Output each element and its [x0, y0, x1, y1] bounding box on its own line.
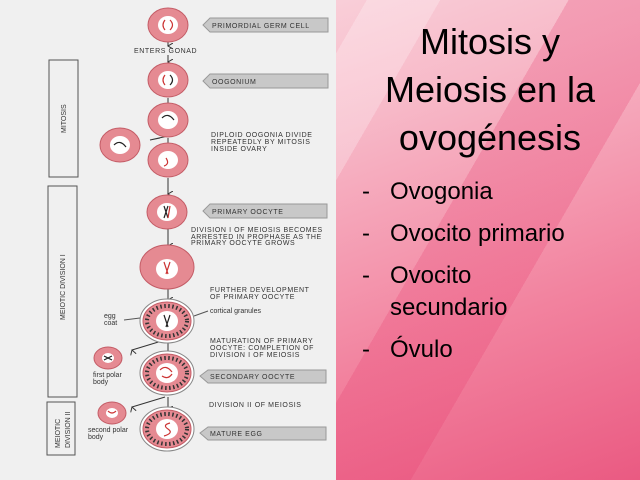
svg-text:second polar: second polar: [88, 427, 129, 434]
stage-tags: [199, 17, 329, 441]
svg-text:REPEATEDLY BY MITOSIS: REPEATEDLY BY MITOSIS: [211, 139, 310, 146]
svg-text:OF PRIMARY OOCYTE: OF PRIMARY OOCYTE: [210, 294, 295, 301]
svg-text:body: body: [93, 379, 109, 386]
tag-primordial-germ-cell: PRIMORDIAL GERM CELL: [212, 23, 310, 30]
tag-primary-oocyte: PRIMARY OOCYTE: [212, 209, 284, 216]
svg-text:MATURATION OF PRIMARY: MATURATION OF PRIMARY: [210, 338, 313, 345]
bullet-ovulo: -Óvulo: [362, 336, 453, 363]
svg-text:DIPLOID OOGONIA DIVIDE: DIPLOID OOGONIA DIVIDE: [211, 132, 313, 139]
svg-text:PRIMARY OOCYTE GROWS: PRIMARY OOCYTE GROWS: [191, 240, 295, 247]
svg-text:DIVISION II: DIVISION II: [65, 411, 72, 448]
svg-text:OOCYTE: COMPLETION OF: OOCYTE: COMPLETION OF: [210, 345, 314, 352]
svg-text:DIVISION I OF MEIOSIS: DIVISION I OF MEIOSIS: [210, 352, 300, 359]
tag-mature-egg: MATURE EGG: [210, 431, 263, 438]
note-enters-gonad: ENTERS GONAD: [134, 48, 197, 55]
stage-label: MITOSIS: [61, 104, 68, 133]
pointer-lines: [123, 310, 209, 321]
svg-text:coat: coat: [104, 320, 117, 327]
svg-text:DIVISION I OF MEIOSIS BECOMES: DIVISION I OF MEIOSIS BECOMES: [191, 227, 323, 234]
label-cortical-granules: cortical granules: [210, 308, 261, 315]
svg-text:INSIDE OVARY: INSIDE OVARY: [211, 146, 267, 153]
bullet-ovocito-primario: -Ovocito primario: [362, 220, 565, 247]
svg-text:first polar: first polar: [93, 372, 122, 379]
tag-oogonium: OOGONIUM: [212, 79, 256, 86]
cells: [93, 7, 195, 452]
stage-box-mitosis: MITOSIS: [48, 59, 79, 178]
svg-text:ARRESTED IN PROPHASE AS THE: ARRESTED IN PROPHASE AS THE: [191, 234, 322, 241]
svg-text:MEIOTIC: MEIOTIC: [55, 419, 62, 448]
stage-label: MEIOTIC DIVISION I: [60, 254, 67, 320]
svg-text:egg: egg: [104, 313, 116, 320]
svg-text:FURTHER DEVELOPMENT: FURTHER DEVELOPMENT: [210, 287, 310, 294]
tag-secondary-oocyte: SECONDARY OOCYTE: [210, 374, 295, 381]
bullet-ovogonia: -Ovogonia: [362, 178, 493, 205]
note-division-2: DIVISION II OF MEIOSIS: [209, 402, 302, 409]
flow-arrows: [132, 42, 168, 409]
stage-box-meiotic-1: MEIOTIC DIVISION I: [47, 185, 78, 398]
svg-text:body: body: [88, 434, 104, 441]
